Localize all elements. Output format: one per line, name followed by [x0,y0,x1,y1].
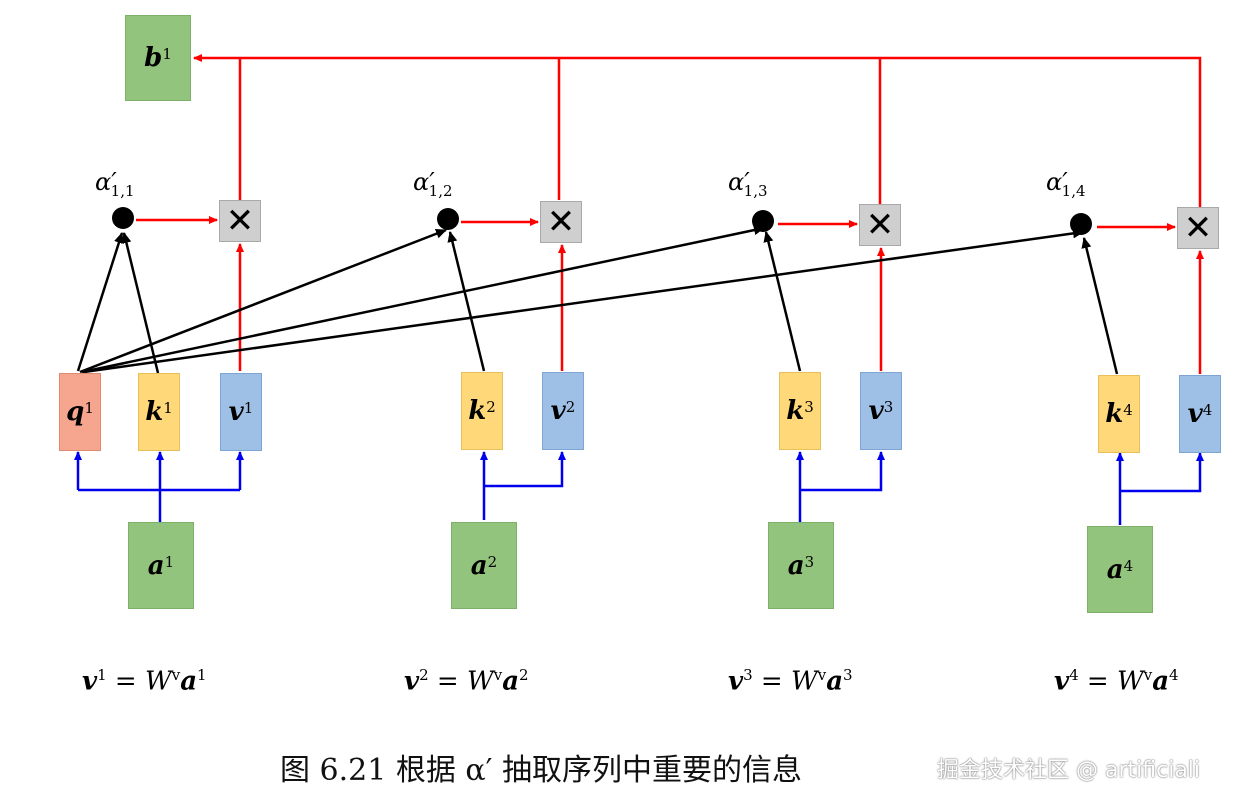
value-v2-base: v [550,396,566,426]
figure-caption: 图 6.21 根据 α′ 抽取序列中重要的信息 [280,753,803,788]
value-v1-base: v [228,397,244,427]
alpha-3-sub: 1,3 [743,181,768,200]
value-v4-base: v [1187,399,1203,429]
equation-1-vsup: 1 [97,666,107,684]
equation-4-wsup: v [1143,666,1153,684]
equation-1-a: a [180,666,198,697]
equation-3-wsup: v [817,666,827,684]
alpha-nodes [112,207,1092,235]
watermark: 掘金技术社区 @ artificiali [937,758,1201,783]
equation-4-a: a [1152,666,1170,697]
key-k1-sup: 1 [163,399,173,417]
input-a3-base: a [787,550,805,581]
key-k4-base: k [1105,399,1124,429]
multiply-icon: ✕ [546,202,576,242]
equation-4-v: v [1054,666,1070,697]
key-k4-sup: 4 [1123,401,1133,419]
value-to-multiply-arrows [236,243,1204,374]
multiply-box-3: ✕ [859,204,901,246]
alpha-3-base: α′ [728,168,750,196]
alpha-1-sub: 1,1 [110,181,135,200]
alpha-4-base: α′ [1046,168,1068,196]
input-a2-base: a [470,550,488,581]
equation-2-a: a [502,666,520,697]
input-a4-sup: 4 [1123,556,1134,575]
output-b1-sup: 1 [162,45,172,63]
equation-3-v: v [728,666,744,697]
value-v4-sup: 4 [1202,401,1213,419]
equation-4: v4 = Wva4 [1054,666,1179,697]
alpha-label-3: α′1,3 [728,168,774,200]
input-a4-base: a [1106,554,1124,585]
input-projection-arrows [74,451,1204,525]
equation-2-eq: = W [428,666,494,697]
equation-2-vsup: 2 [419,666,429,684]
alpha-label-2: α′1,2 [413,168,459,200]
input-a2-sup: 2 [487,552,498,571]
value-v2-sup: 2 [565,398,576,416]
equation-1-wsup: v [171,666,181,684]
value-v3-sup: 3 [883,398,894,416]
multiply-icon: ✕ [1183,208,1213,248]
equation-1-v: v [82,666,98,697]
equation-1: v1 = Wva1 [82,666,207,697]
value-v1-sup: 1 [243,399,254,417]
multiply-icon: ✕ [865,205,895,245]
multiply-icon: ✕ [225,201,255,241]
equation-4-asup: 4 [1169,666,1179,684]
value-v3-base: v [868,396,884,426]
multiply-box-2: ✕ [540,201,582,243]
equation-2-v: v [404,666,420,697]
equation-2-asup: 2 [519,666,529,684]
equation-2-wsup: v [493,666,503,684]
attention-score-arrows [76,225,1119,375]
key-k3-base: k [786,396,805,426]
equation-3-vsup: 3 [743,666,753,684]
alpha-to-multiply-arrows [136,216,1176,231]
equation-4-vsup: 4 [1069,666,1079,684]
equation-3-a: a [826,666,844,697]
input-a1-sup: 1 [164,552,175,571]
key-k1-base: k [145,397,164,427]
multiply-box-1: ✕ [219,200,261,242]
key-k2-base: k [468,396,487,426]
alpha-label-4: α′1,4 [1046,168,1092,200]
output-b1-base: b [144,43,163,73]
query-q1-sup: 1 [84,399,94,417]
equation-2: v2 = Wva2 [404,666,529,697]
alpha-2-base: α′ [413,168,435,196]
alpha-2-sub: 1,2 [428,181,453,200]
equation-4-eq: = W [1078,666,1144,697]
query-q1-base: q [66,397,85,427]
equation-3: v3 = Wva3 [728,666,853,697]
key-k2-sup: 2 [486,398,496,416]
equation-3-eq: = W [752,666,818,697]
alpha-label-1: α′1,1 [95,168,141,200]
equation-1-asup: 1 [197,666,207,684]
input-a1-base: a [147,550,165,581]
alpha-1-base: α′ [95,168,117,196]
key-k3-sup: 3 [804,398,814,416]
equation-1-eq: = W [106,666,172,697]
alpha-4-sub: 1,4 [1061,181,1086,200]
equation-3-asup: 3 [843,666,853,684]
input-a3-sup: 3 [804,552,815,571]
multiply-box-4: ✕ [1177,207,1219,249]
output-bus [193,54,1202,208]
